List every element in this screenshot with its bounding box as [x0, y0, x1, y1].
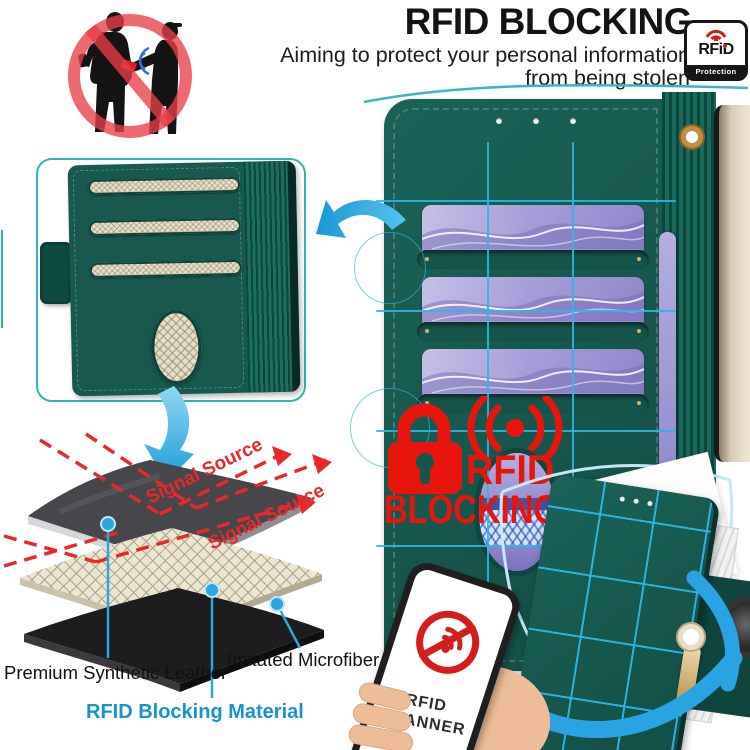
rfid-scanner-scene: RFID SCANNER	[325, 545, 555, 750]
stitch-dot	[496, 118, 502, 124]
card-slot	[417, 349, 649, 413]
credit-card	[422, 349, 644, 401]
prohibition-bar	[85, 24, 175, 128]
window-card-top	[479, 453, 555, 498]
grid-line	[376, 545, 676, 547]
arrowheads	[272, 446, 332, 514]
hand-fingers	[348, 682, 414, 750]
signal-arcs	[138, 46, 150, 76]
down-curved-arrow-icon	[144, 386, 194, 482]
no-rfid-signal-icon	[416, 610, 480, 674]
rfid-protection-badge: RFiD Protection	[684, 20, 748, 81]
phone-in-case	[714, 105, 750, 462]
card-edge	[659, 232, 676, 522]
stitch-dot	[533, 118, 539, 124]
blocking-overlay-word1: RFID	[466, 446, 555, 493]
grid-line	[376, 430, 676, 432]
credit-card	[422, 205, 644, 257]
pickpocket-prohibition-icon	[68, 12, 192, 138]
card-slot-opening	[87, 176, 241, 195]
grid-line	[487, 142, 489, 612]
slot-pin	[425, 329, 429, 333]
swoosh-underline	[363, 83, 749, 104]
card-slot-opening	[88, 217, 242, 236]
gold-eyelet	[681, 126, 703, 148]
grid-line	[572, 142, 574, 612]
grid-circle	[354, 232, 426, 304]
label-top-layer: Premium Synthetic Leather	[4, 662, 228, 683]
card-slot-lip	[417, 250, 649, 269]
left-wallet-case	[67, 160, 301, 397]
label-bottom-layer: Imitated Microfiber	[227, 649, 380, 670]
grid-line	[376, 200, 676, 202]
badge-i-dot	[723, 44, 727, 48]
rfid-signal-icon	[467, 396, 563, 462]
ribbed-spine	[243, 160, 293, 393]
badge-caption: Protection	[687, 65, 745, 78]
label-middle-layer: RFID Blocking Material	[86, 701, 304, 723]
leader-lines	[100, 516, 302, 698]
frame-bracket	[1, 230, 3, 328]
card-slot	[417, 205, 649, 269]
rfid-wifi-icon	[705, 29, 727, 42]
layer-bottom-microfiber	[24, 588, 324, 692]
card-slot-lip	[417, 322, 649, 341]
left-curved-arrow-icon	[316, 200, 406, 238]
window-card-stripe	[479, 497, 555, 510]
gold-grommet	[678, 624, 704, 650]
slot-pin	[637, 329, 641, 333]
blocking-overlay-word2: BLOCKING	[384, 488, 559, 532]
grid-line	[376, 310, 676, 312]
page-title: RFID BLOCKING	[404, 1, 693, 42]
slot-pin	[425, 257, 429, 261]
signal-bounce-arrows	[3, 432, 327, 568]
stitch-dot	[570, 118, 576, 124]
badge-brand-text: RFiD	[698, 41, 734, 58]
slot-pin	[425, 401, 429, 405]
card-slot	[417, 277, 649, 341]
prohibition-ring	[68, 14, 192, 138]
slot-pin	[637, 257, 641, 261]
padlock-icon	[388, 403, 462, 494]
scanner-phone: RFID SCANNER	[341, 557, 525, 750]
subtitle-line1: Aiming to protect your personal informat…	[280, 43, 690, 67]
slot-pin	[637, 401, 641, 405]
material-layers-diagram: Signal Source Signal Source	[3, 432, 332, 698]
magnetic-clasp	[40, 242, 72, 304]
card-slot-opening	[89, 259, 242, 278]
